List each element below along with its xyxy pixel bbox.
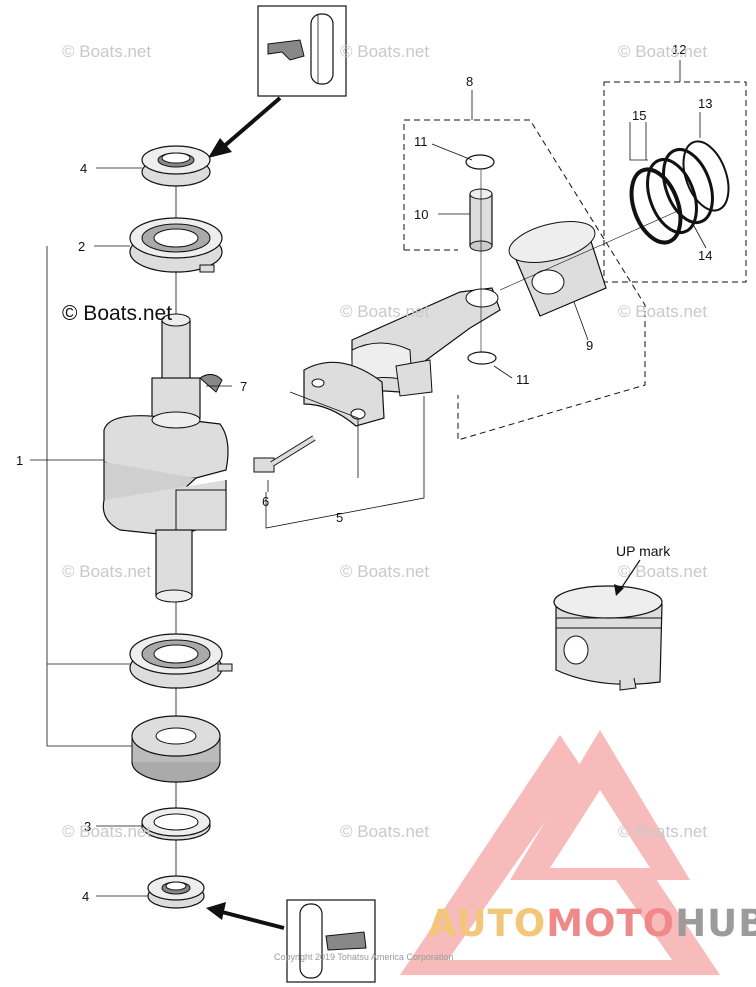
callout-3: 3 xyxy=(84,819,91,834)
watermark: © Boats.net xyxy=(340,302,430,321)
watermark: © Boats.net xyxy=(618,42,708,61)
woodruff-key xyxy=(199,374,223,393)
watermark: © Boats.net xyxy=(618,562,708,581)
up-mark-label: UP mark xyxy=(616,543,671,559)
callout-4-bottom: 4 xyxy=(82,889,89,904)
watermark: © Boats.net xyxy=(62,562,152,581)
callout-2: 2 xyxy=(78,239,85,254)
callout-numbers: 4 2 1 7 6 5 3 4 8 11 10 11 9 12 15 13 14… xyxy=(16,42,712,904)
piston-pin-clip-top xyxy=(465,154,495,170)
watermark: © Boats.net xyxy=(618,822,708,841)
oil-seal-top xyxy=(141,145,211,187)
callout-15: 15 xyxy=(632,108,646,123)
callout-1: 1 xyxy=(16,453,23,468)
piston-ring-set-box xyxy=(603,81,747,283)
callout-7: 7 xyxy=(240,379,247,394)
piston-pin-clip-bottom xyxy=(467,351,497,365)
callout-10: 10 xyxy=(414,207,428,222)
rod-cap xyxy=(303,361,385,427)
callout-9: 9 xyxy=(586,338,593,353)
up-mark-arrow xyxy=(614,559,641,596)
ring-axis-line xyxy=(499,209,681,291)
automotohub-logo: AUTOMOTOHUB xyxy=(428,902,756,945)
piston xyxy=(508,221,607,317)
piston-rings xyxy=(629,140,730,245)
callout-11-bottom: 11 xyxy=(516,372,530,387)
arrow-bottom xyxy=(206,902,285,930)
leader-lines xyxy=(30,60,707,897)
seal-detail-inset-bottom xyxy=(286,899,376,983)
piston-assembly-box xyxy=(403,119,646,441)
oil-seal-bottom xyxy=(147,875,205,909)
logo-part-moto: MOTO xyxy=(546,902,676,945)
ball-bearing-lower xyxy=(129,633,233,689)
callout-14: 14 xyxy=(698,248,712,263)
watermark: © Boats.net xyxy=(62,822,152,841)
up-mark-piston xyxy=(553,585,663,691)
seal-detail-inset-top xyxy=(257,5,347,97)
callout-6: 6 xyxy=(262,494,269,509)
arrow-top xyxy=(208,96,282,158)
watermark: © Boats.net xyxy=(340,42,430,61)
rod-bolt xyxy=(253,435,316,473)
crankshaft xyxy=(102,313,229,603)
logo-triangle xyxy=(400,730,720,975)
watermark: © Boats.net xyxy=(618,302,708,321)
callout-11-top: 11 xyxy=(414,134,428,149)
callout-8: 8 xyxy=(466,74,473,89)
callout-5: 5 xyxy=(336,510,343,525)
logo-part-auto: AUTO xyxy=(428,902,547,945)
callout-13: 13 xyxy=(698,96,712,111)
watermark-dark: © Boats.net xyxy=(62,302,173,325)
callout-12: 12 xyxy=(672,42,686,57)
washer xyxy=(141,807,211,841)
crank-gear xyxy=(131,715,221,783)
callout-4-top: 4 xyxy=(80,161,87,176)
logo-part-hub: HUB xyxy=(675,902,756,945)
copyright-notice: Copyright 2019 Tohatsu America Corporati… xyxy=(274,952,454,962)
watermark: © Boats.net xyxy=(340,562,430,581)
ball-bearing-upper xyxy=(129,217,223,273)
watermark: © Boats.net xyxy=(340,822,430,841)
watermark: © Boats.net xyxy=(62,42,152,61)
